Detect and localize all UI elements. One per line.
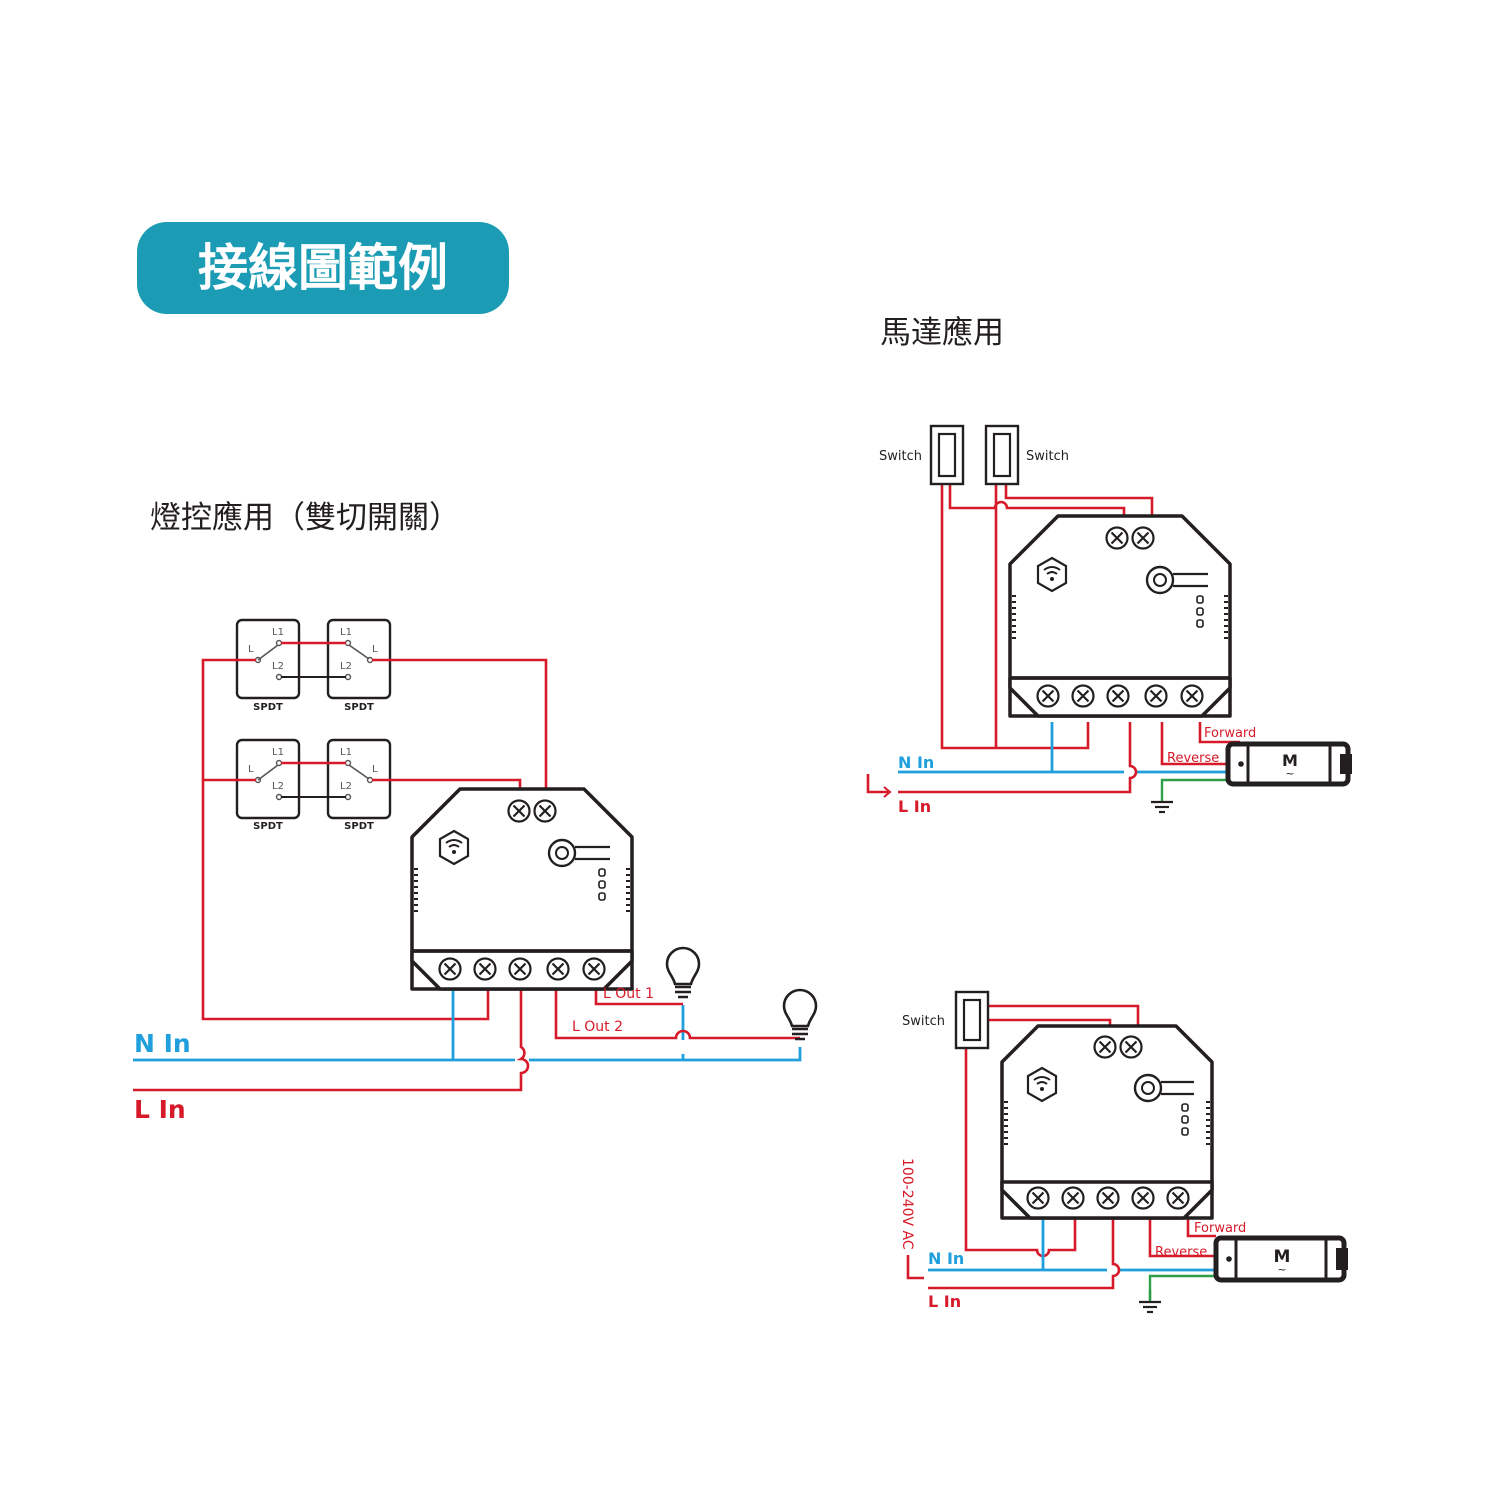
bulb-icon [665, 946, 701, 999]
light-wiring [133, 641, 802, 1092]
switch-label: Switch [1026, 449, 1069, 464]
light-section-title: 燈控應用（雙切開關） [150, 500, 460, 536]
svg-text:~: ~ [1277, 1263, 1286, 1276]
switch-label: Switch [879, 449, 922, 464]
svg-text:L: L [372, 644, 378, 655]
motor2-n-in-label: N In [928, 1249, 964, 1268]
motor2-l-in-label: L In [928, 1292, 961, 1311]
svg-text:L1: L1 [340, 747, 352, 758]
svg-text:L1: L1 [340, 627, 352, 638]
svg-text:~: ~ [1285, 767, 1294, 780]
relay-module-2 [1010, 516, 1230, 716]
light-n-in-label: N In [134, 1029, 191, 1058]
earth-icon [1137, 1288, 1163, 1314]
motor-icon: M ~ [1228, 744, 1352, 784]
light-out2-label: L Out 2 [572, 1019, 623, 1035]
svg-text:L: L [248, 644, 254, 655]
svg-text:L2: L2 [272, 661, 284, 672]
reverse-label: Reverse [1155, 1245, 1207, 1260]
earth-icon [1149, 788, 1175, 814]
spdt-switch-4: L1 L L2 SPDT [326, 738, 392, 832]
voltage-label: 100-240V AC [899, 1158, 915, 1250]
motor-section-title: 馬達應用 [880, 315, 1004, 351]
title-banner: 接線圖範例 [137, 222, 509, 314]
svg-text:L2: L2 [272, 781, 284, 792]
svg-text:L1: L1 [272, 747, 284, 758]
svg-text:L1: L1 [272, 627, 284, 638]
bulb-icon [782, 988, 818, 1041]
svg-text:L: L [372, 764, 378, 775]
spdt-switch-1: L1 L L2 SPDT [235, 618, 301, 713]
forward-label: Forward [1194, 1221, 1246, 1236]
wall-switch-2 [954, 990, 990, 1050]
page-title: 接線圖範例 [198, 239, 448, 297]
svg-text:L2: L2 [340, 781, 352, 792]
spdt-switch-3: L1 L L2 SPDT [235, 738, 301, 832]
svg-text:M: M [1274, 1247, 1291, 1267]
relay-module-3 [1000, 1024, 1214, 1220]
motor1-l-in-label: L In [898, 797, 931, 816]
spdt-switch-2: L1 L L2 SPDT [326, 618, 392, 713]
light-out1-label: L Out 1 [603, 986, 654, 1002]
reverse-label: Reverse [1167, 751, 1219, 766]
svg-text:SPDT: SPDT [253, 821, 283, 832]
relay-module-1 [412, 789, 632, 989]
svg-text:SPDT: SPDT [344, 702, 374, 713]
wall-switch-1a [929, 424, 965, 486]
motor1-n-in-label: N In [898, 753, 934, 772]
svg-text:L2: L2 [340, 661, 352, 672]
light-l-in-label: L In [134, 1095, 186, 1124]
svg-text:L: L [248, 764, 254, 775]
svg-text:SPDT: SPDT [344, 821, 374, 832]
svg-text:M: M [1282, 751, 1298, 770]
spdt-switch-group: L1 L L2 SPDT L1 L L2 SPDT L1 L L2 [235, 618, 392, 832]
switch-label: Switch [902, 1014, 945, 1029]
motor-wiring-1 [866, 484, 1240, 798]
svg-text:SPDT: SPDT [253, 702, 283, 713]
motor-icon: M ~ [1213, 1235, 1348, 1283]
forward-label: Forward [1204, 726, 1256, 741]
wall-switch-1b [984, 424, 1020, 486]
